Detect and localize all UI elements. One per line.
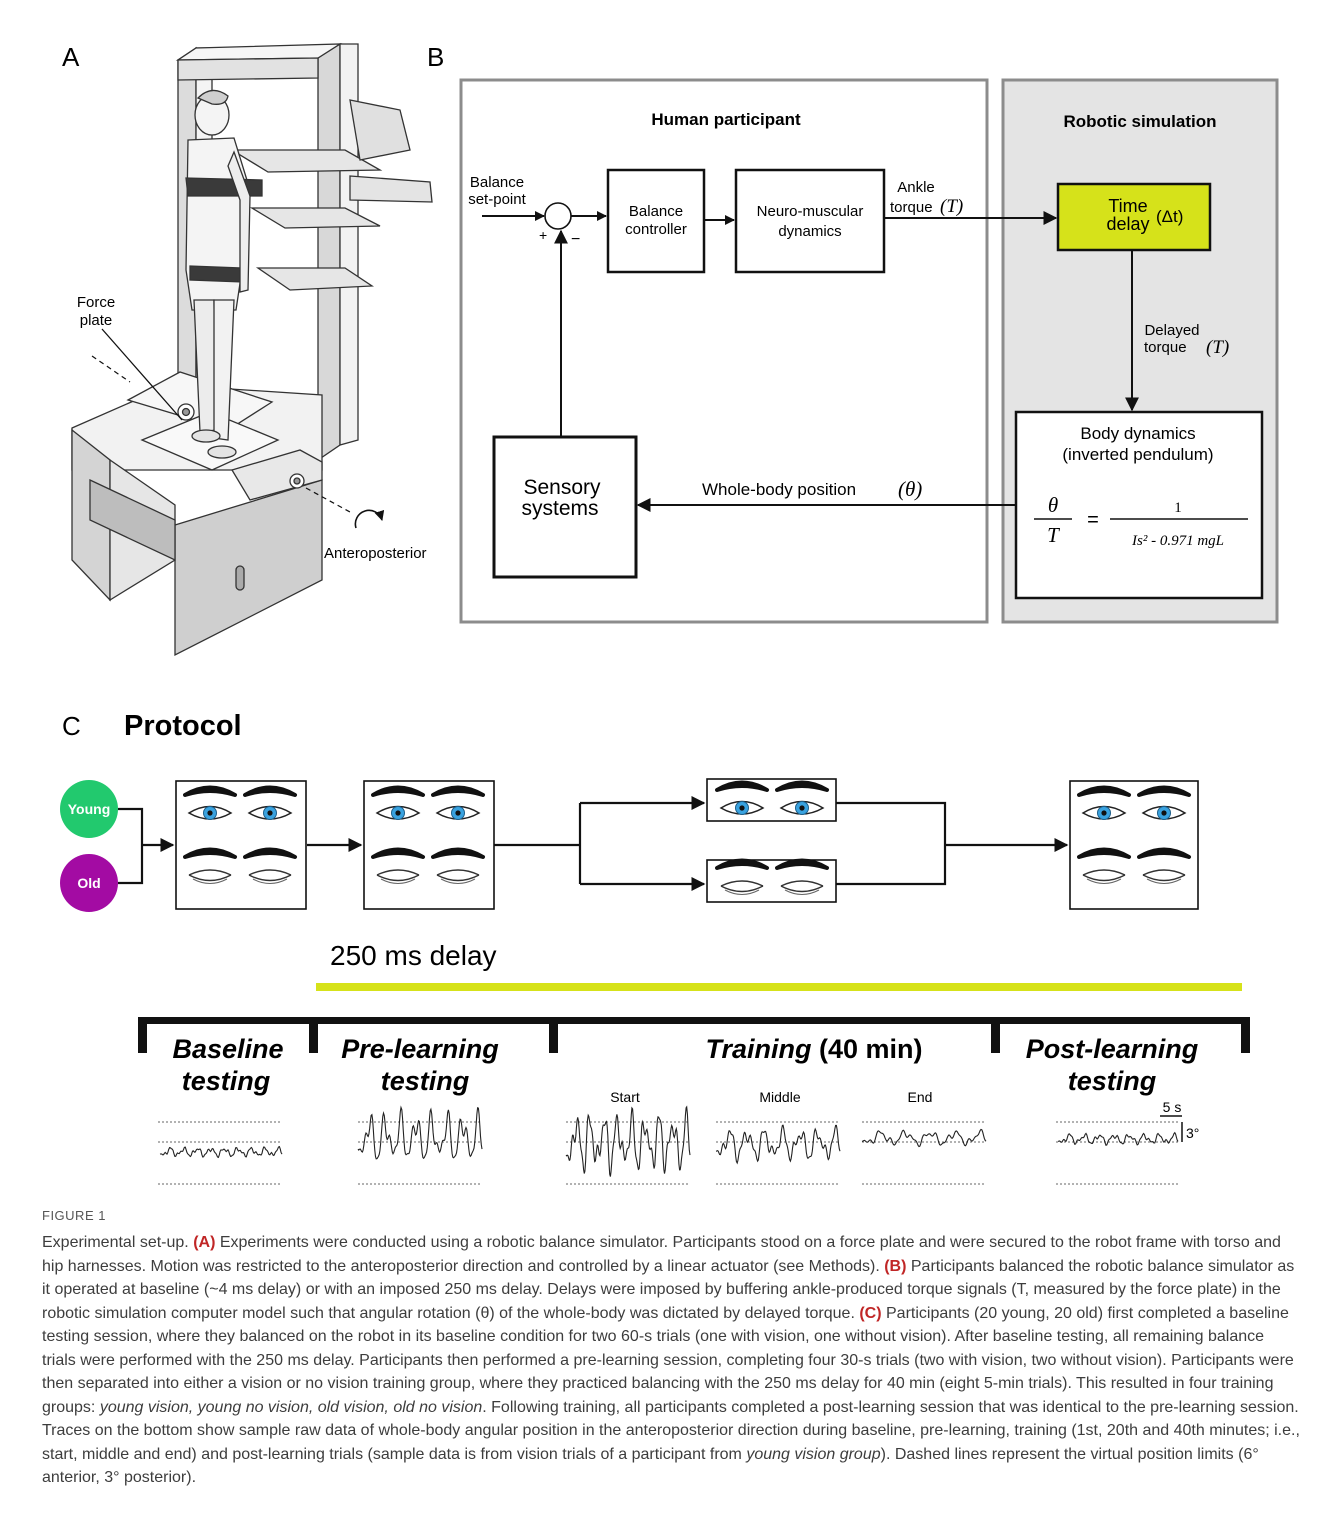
- caption-a-text: Experiments were conducted using a robot…: [42, 1234, 1281, 1275]
- force-plate-label-line2: plate: [80, 312, 113, 329]
- trace-label-start: Start: [610, 1089, 640, 1105]
- time-delay-box: [1056, 182, 1212, 252]
- trace-training-start: [565, 1105, 691, 1177]
- caption-tag-a: (A): [193, 1234, 216, 1251]
- caption-c-text-2: . Following training, all participants c…: [42, 1398, 1300, 1463]
- eq-equals: =: [1087, 509, 1099, 531]
- caption-b-text: Participants balanced the robotic balanc…: [42, 1257, 1295, 1322]
- human-participant-title: Human participant: [651, 110, 801, 129]
- phase-pre-line2: testing: [381, 1066, 470, 1096]
- scale-angle-label: 3°: [1186, 1125, 1199, 1141]
- rotation-arrow-icon: [354, 509, 385, 529]
- eq-numerator-left: θ: [1048, 493, 1058, 517]
- trace-training-middle: [715, 1124, 841, 1165]
- phase-timeline: [138, 1017, 1250, 1053]
- figure-label: FIGURE 1: [42, 1208, 106, 1223]
- trace-baseline: [159, 1145, 283, 1159]
- balance-controller-line1: Balance: [629, 203, 683, 220]
- eq-denominator-left: T: [1047, 523, 1060, 547]
- whole-body-symbol: (θ): [898, 477, 922, 501]
- old-group-label: Old: [77, 875, 100, 891]
- ankle-torque-line2: torque: [890, 199, 933, 216]
- eq-numerator-right: 1: [1174, 500, 1182, 516]
- panel-b-label: B: [427, 42, 444, 72]
- anteroposterior-label: Anteroposterior: [324, 545, 427, 562]
- phase-baseline-line2: testing: [182, 1066, 271, 1096]
- robot-illustration: [71, 42, 433, 657]
- ankle-torque-symbol: (T): [940, 196, 963, 217]
- sensory-line1: Sensory: [523, 476, 601, 499]
- summing-junction: [544, 202, 572, 230]
- force-plate-annotation: Force plate: [77, 294, 183, 421]
- balance-controller-line2: controller: [625, 221, 687, 238]
- trace-scale-bar: 5 s 3°: [1160, 1099, 1199, 1142]
- neuromuscular-box: [734, 168, 886, 274]
- panel-a-label: A: [62, 42, 80, 72]
- caption-groups: young vision, young no vision, old visio…: [99, 1398, 483, 1416]
- panel-c-label: C: [62, 711, 81, 741]
- phase-post-line1: Post-learning: [1026, 1034, 1199, 1064]
- delay-label: 250 ms delay: [330, 940, 497, 971]
- post-learning-eyes-box: [1069, 780, 1199, 910]
- setpoint-label-line1: Balance: [470, 174, 524, 191]
- protocol-title: Protocol: [124, 710, 242, 742]
- caption-c-text-3: ). Dashed lines represent the virtual po…: [42, 1445, 1259, 1487]
- sensory-line2: systems: [521, 497, 598, 520]
- eq-denominator-right: Is² - 0.971 mgL: [1131, 533, 1224, 549]
- time-delay-line1: Time: [1108, 196, 1147, 216]
- caption-tag-c: (C): [859, 1304, 882, 1322]
- setpoint-label-line2: set-point: [468, 191, 526, 208]
- delta-t-symbol: (Δt): [1156, 207, 1183, 226]
- delayed-torque-line1: Delayed: [1144, 322, 1199, 339]
- caption-intro: Experimental set-up.: [42, 1234, 194, 1251]
- training-no-vision-eyes-box: [706, 858, 837, 903]
- trace-limit-lines: [158, 1121, 1180, 1185]
- summing-plus: +: [539, 227, 547, 243]
- scale-time-label: 5 s: [1163, 1099, 1182, 1115]
- trace-training-end: [861, 1128, 987, 1148]
- protocol-flow-lines: [118, 796, 1069, 891]
- caption-text: Experimental set-up. (A) Experiments wer…: [42, 1231, 1300, 1490]
- old-group-circle: [60, 854, 118, 912]
- training-vision-eyes-box: [706, 778, 837, 822]
- trace-post-learning: [1057, 1131, 1179, 1147]
- caption-c-text-1: Participants (20 young, 20 old) first co…: [42, 1304, 1294, 1416]
- baseline-eyes-box: [175, 780, 307, 910]
- delayed-torque-symbol: (T): [1206, 337, 1229, 358]
- summing-minus: −: [571, 231, 580, 248]
- trace-pre-learning: [357, 1105, 483, 1160]
- body-dynamics-line1: Body dynamics: [1080, 424, 1195, 443]
- force-plate-label-line1: Force: [77, 294, 115, 311]
- transfer-function-equation: θ T = 1 Is² - 0.971 mgL: [1034, 493, 1248, 549]
- caption-tag-b: (B): [884, 1257, 907, 1275]
- phase-pre-line1: Pre-learning: [341, 1034, 499, 1064]
- balance-controller-box: [606, 168, 706, 274]
- neuromuscular-line2: dynamics: [778, 223, 841, 240]
- figure-1: A B C: [60, 42, 1279, 1185]
- phase-baseline-line1: Baseline: [172, 1034, 283, 1064]
- whole-body-label: Whole-body position: [702, 480, 856, 499]
- phase-training: Training (40 min): [705, 1034, 922, 1064]
- young-group-circle: [60, 780, 118, 838]
- time-delay-line2: delay: [1106, 214, 1149, 234]
- trace-label-end: End: [908, 1089, 933, 1105]
- robotic-simulation-title: Robotic simulation: [1064, 112, 1217, 131]
- neuromuscular-line1: Neuro-muscular: [757, 203, 864, 220]
- pre-learning-eyes-box: [363, 780, 495, 910]
- sensory-systems-box: [492, 435, 638, 579]
- caption-group-name: young vision group: [746, 1445, 881, 1463]
- phase-post-line2: testing: [1068, 1066, 1157, 1096]
- trace-label-middle: Middle: [759, 1089, 800, 1105]
- delay-bar: [316, 983, 1242, 991]
- ankle-torque-line1: Ankle: [897, 179, 935, 196]
- figure-caption: FIGURE 1 Experimental set-up. (A) Experi…: [42, 1208, 1300, 1490]
- delayed-torque-line2: torque: [1144, 339, 1187, 356]
- young-group-label: Young: [68, 801, 111, 817]
- body-dynamics-line2: (inverted pendulum): [1062, 445, 1213, 464]
- anteroposterior-annotation: Anteroposterior: [305, 487, 427, 562]
